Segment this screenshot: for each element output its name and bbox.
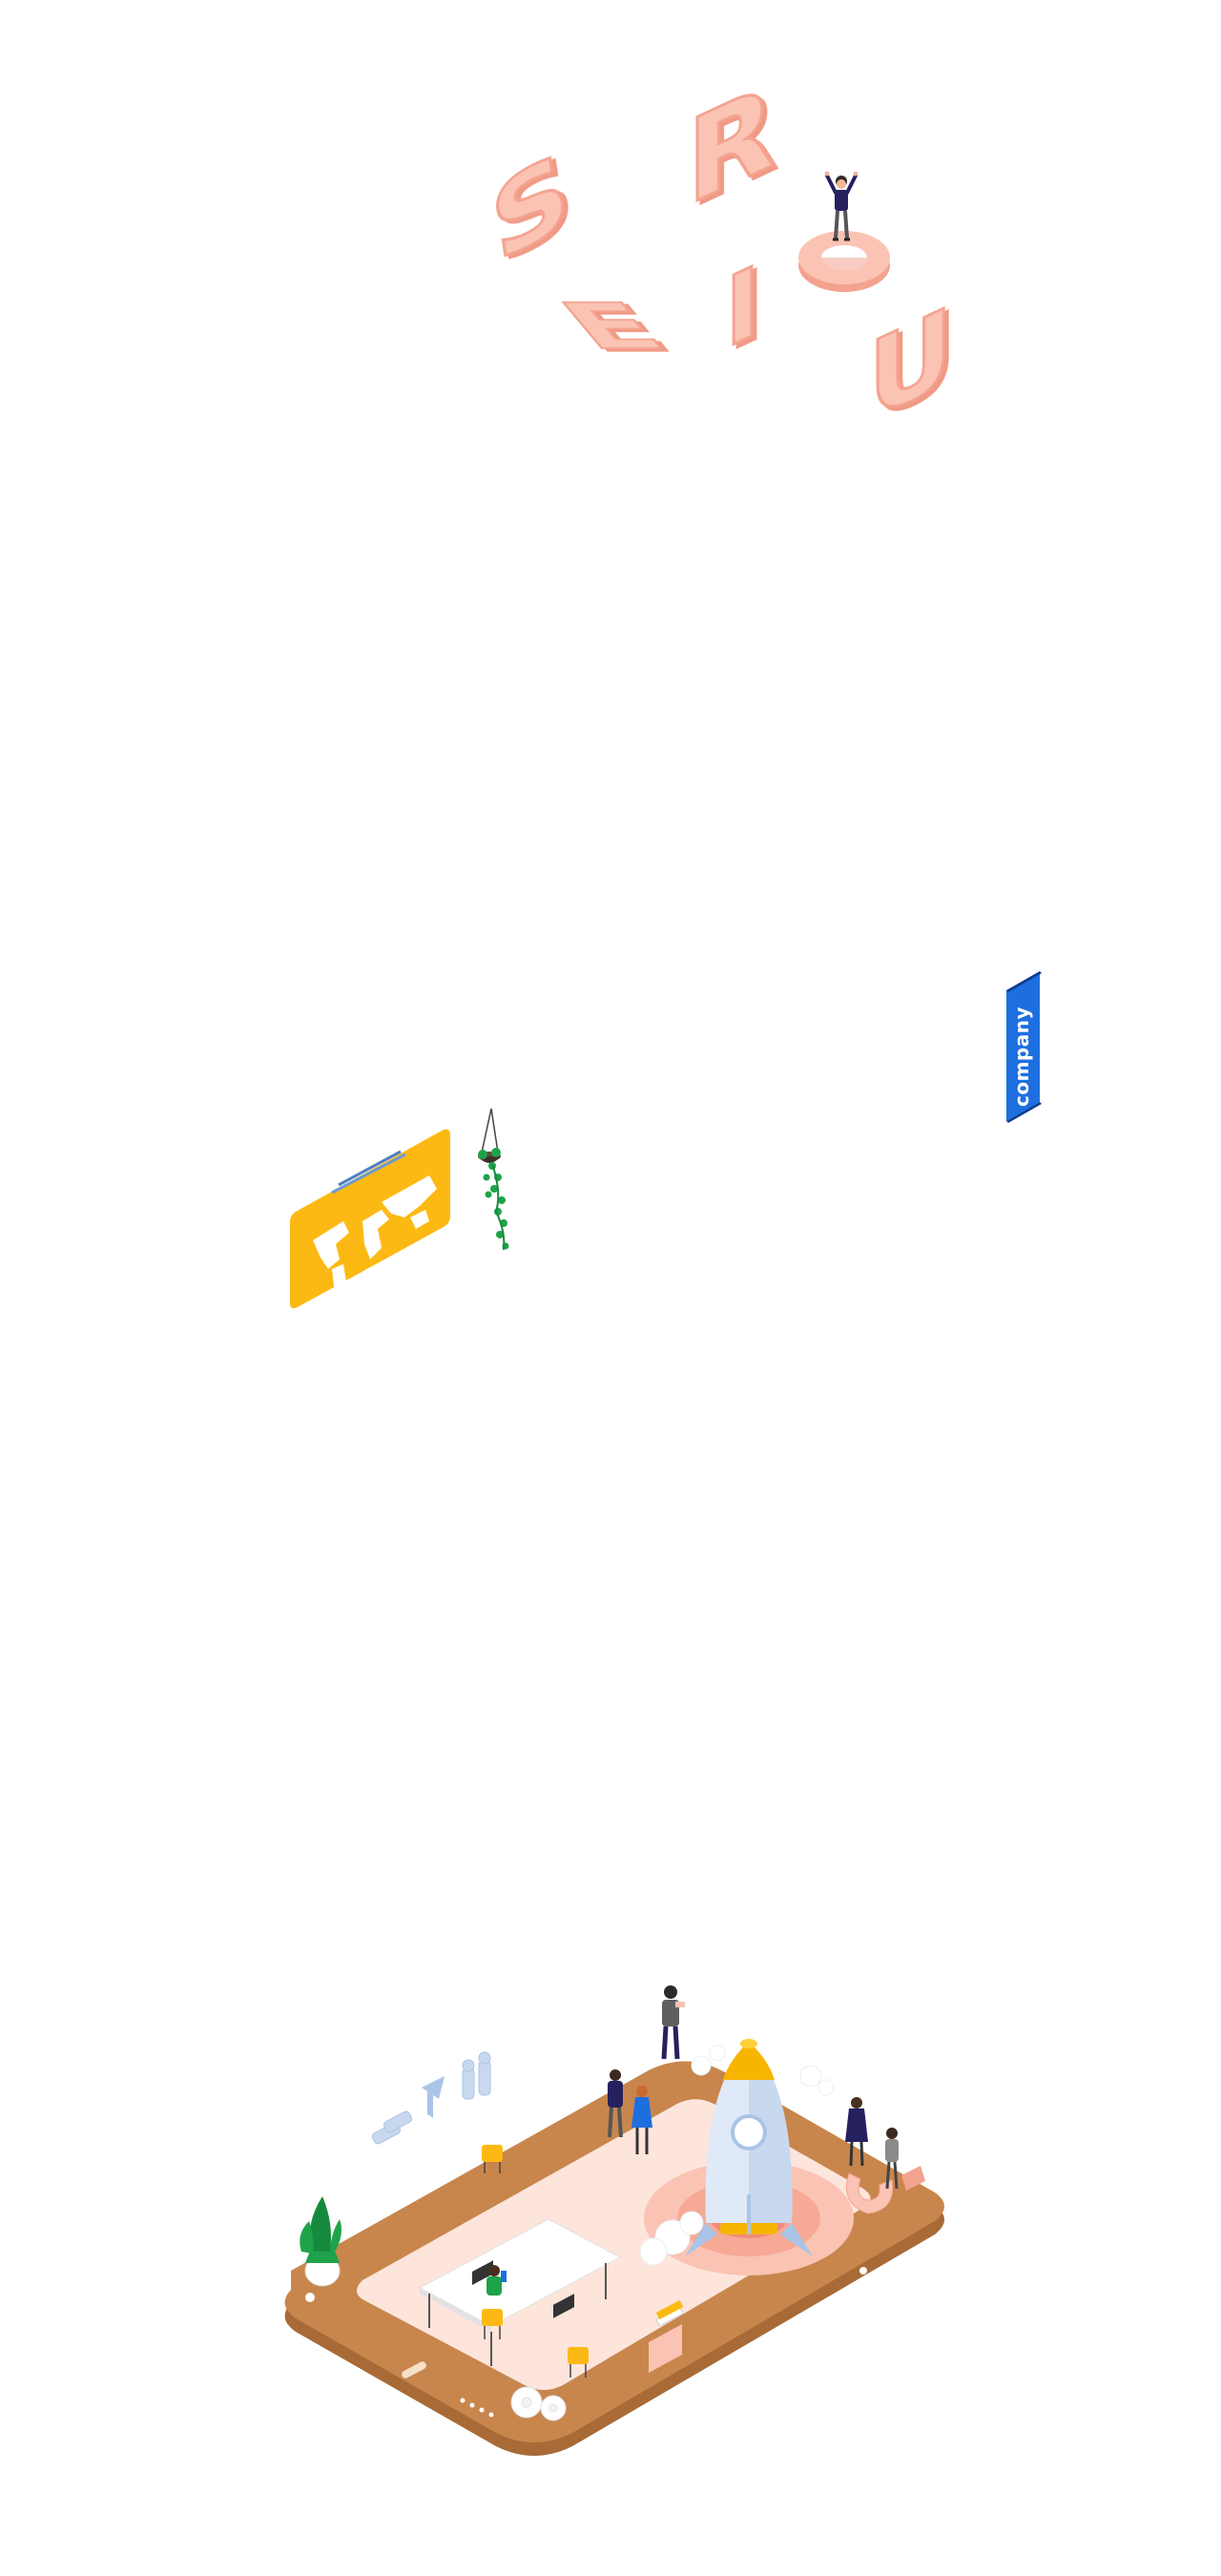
letter-e: E <box>541 289 683 364</box>
gears-icon <box>510 2386 567 2421</box>
person-dark-suit <box>608 2069 623 2138</box>
person-grey-shirt <box>885 2128 899 2190</box>
svg-text:I: I <box>725 243 760 371</box>
svg-text:U: U <box>868 283 953 439</box>
puzzle-pieces <box>371 2110 413 2145</box>
serious-letters-illustration: S E R I U <box>483 57 955 439</box>
rocket-smoke <box>639 2045 835 2266</box>
workstation-desk <box>418 2145 622 2378</box>
letter-o <box>798 231 890 292</box>
rocket <box>685 2039 813 2256</box>
books-stack <box>649 2299 684 2373</box>
platform-letter-u <box>846 2166 925 2214</box>
letter-u: U <box>867 281 955 439</box>
hanging-plant <box>478 1108 509 1251</box>
company-banner: company <box>1006 971 1042 1123</box>
chess-pieces <box>462 2051 491 2100</box>
world-map-board <box>290 1129 450 1309</box>
person-standing-top <box>661 1985 685 2060</box>
potted-plant <box>300 2196 341 2287</box>
letter-i: I <box>724 241 762 372</box>
startup-platform-illustration <box>284 1985 945 2456</box>
world-map-continents <box>313 1175 437 1299</box>
company-banner-text: company <box>1010 1007 1033 1107</box>
svg-text:E: E <box>543 290 683 364</box>
svg-text:R: R <box>687 58 775 233</box>
person-cheering <box>824 171 859 241</box>
svg-text:S: S <box>485 129 576 287</box>
person-blue-dress <box>631 2086 652 2154</box>
person-purple-dress <box>845 2097 868 2167</box>
letter-r: R <box>686 57 776 234</box>
letter-s: S <box>483 127 577 288</box>
down-arrow-icon <box>422 2076 445 2118</box>
